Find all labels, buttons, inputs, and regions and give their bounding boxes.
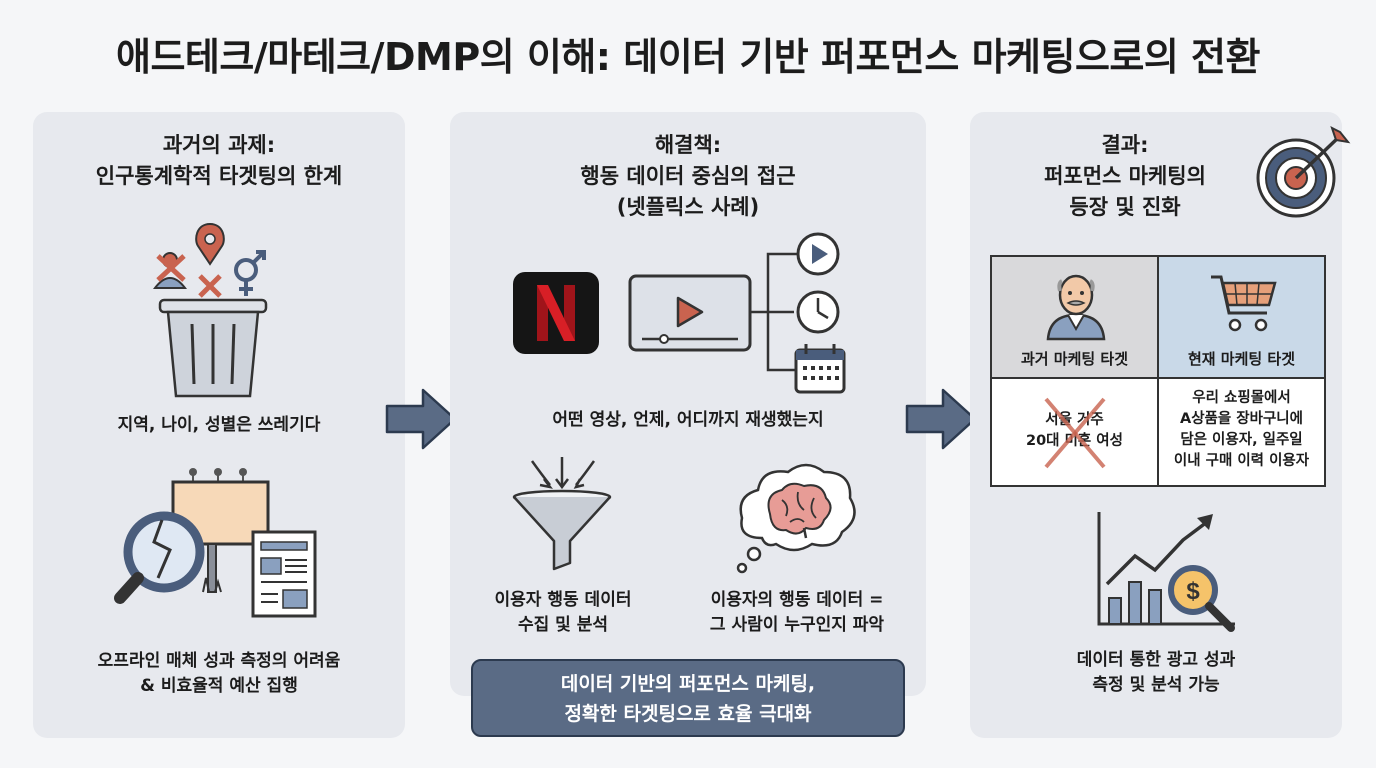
calendar-icon [794,344,846,394]
solution-heading-line3: (넷플릭스 사례) [616,195,760,219]
gender-symbol-icon [234,250,266,296]
current-target-desc: 우리 쇼핑몰에서 A상품을 장바구니에 담은 이용자, 일주일 이내 구매 이력… [1159,388,1324,472]
funnel-caption-line2: 수집 및 분석 [517,615,609,635]
page-title: 애드테크/마테크/DMP의 이해: 데이터 기반 퍼포먼스 마케팅으로의 전환 [116,35,1260,79]
current-target-desc-cell: 우리 쇼핑몰에서 A상품을 장바구니에 담은 이용자, 일주일 이내 구매 이력… [1158,378,1325,486]
panel-solution [450,112,926,696]
dollar-symbol: $ [1186,578,1200,605]
funnel-icon [512,457,612,571]
growth-caption-line1: 데이터 통한 광고 성과 [1076,650,1236,670]
banner-line2: 정확한 타겟팅으로 효율 극대화 [564,703,812,725]
target-comparison-table: 과거 마케팅 타겟 현재 마케팅 타겟 서울 거주 20대 미혼 여성 우리 쇼… [990,255,1326,487]
netflix-n-letter [537,285,575,341]
result-heading-line3: 등장 및 진화 [1069,195,1181,219]
solution-heading-line2: 행동 데이터 중심의 접근 [580,164,796,188]
brain-thought-icon [736,463,856,574]
growth-chart-icon: $ [1097,512,1235,632]
shopping-cart-icon [1211,275,1277,332]
panel-past [33,112,405,738]
viewing-caption: 어떤 영상, 언제, 어디까지 재생했는지 [552,410,824,430]
offline-caption-line2: & 비효율적 예산 집행 [140,676,298,696]
current-target-label: 현재 마케팅 타겟 [1187,350,1296,368]
offline-caption-line1: 오프라인 매체 성과 측정의 어려움 [97,651,341,671]
flow-arrow-icon [385,388,457,450]
current-target-cell: 현재 마케팅 타겟 [1158,256,1325,378]
growth-caption-line2: 측정 및 분석 가능 [1092,675,1220,695]
summary-banner: 데이터 기반의 퍼포먼스 마케팅, 정확한 타겟팅으로 효율 극대화 [471,659,905,737]
offline-media-icon [114,468,317,618]
past-target-cell: 과거 마케팅 타겟 [991,256,1158,378]
clock-icon [796,290,840,334]
current-target-line4: 이내 구매 이력 이용자 [1173,453,1310,469]
past-target-desc-cell: 서울 거주 20대 미혼 여성 [991,378,1158,486]
current-target-line3: 담은 이용자, 일주일 [1180,432,1303,448]
person-crossed-icon [152,252,188,289]
funnel-caption-line1: 이용자 행동 데이터 [494,590,632,610]
past-heading-line1: 과거의 과제: [162,133,276,157]
brain-caption-line1: 이용자의 행동 데이터 = [710,590,884,610]
solution-heading-line1: 해결책: [654,133,722,157]
cross-out-icon [1044,397,1106,469]
brain-icon [767,482,832,539]
play-button-icon [796,232,840,276]
brain-caption-line2: 그 사람이 누구인지 파악 [709,615,885,635]
brain-caption: 이용자의 행동 데이터 = 그 사람이 누구인지 파악 [682,588,912,638]
solution-heading: 해결책: 행동 데이터 중심의 접근 (넷플릭스 사례) [450,130,926,223]
current-target-line1: 우리 쇼핑몰에서 [1192,390,1291,406]
video-player-icon [628,232,846,394]
past-heading: 과거의 과제: 인구통계학적 타겟팅의 한계 [33,130,405,192]
dollar-magnifier-icon: $ [1168,565,1235,632]
newspaper-icon [251,530,317,618]
result-heading: 결과: 퍼포먼스 마케팅의 등장 및 진화 [1000,130,1250,223]
location-pin-icon [195,222,225,298]
past-target-line2: 20대 미혼 여성 [1026,433,1123,449]
past-target-label: 과거 마케팅 타겟 [1020,350,1129,368]
target-icon [1256,126,1351,218]
current-target-line2: A상품을 장바구니에 [1180,411,1303,427]
netflix-logo-icon [513,272,599,354]
elderly-man-icon [1046,274,1106,341]
trash-can-icon [152,222,268,398]
result-heading-line1: 결과: [1101,133,1149,157]
banner-line1: 데이터 기반의 퍼포먼스 마케팅, [560,673,816,695]
funnel-caption: 이용자 행동 데이터 수집 및 분석 [455,588,671,638]
result-heading-line2: 퍼포먼스 마케팅의 [1044,164,1206,188]
trash-caption: 지역, 나이, 성별은 쓰레기다 [117,415,321,435]
growth-caption: 데이터 통한 광고 성과 측정 및 분석 가능 [970,648,1342,698]
past-heading-line2: 인구통계학적 타겟팅의 한계 [95,164,343,188]
flow-arrow-icon [905,388,977,450]
broken-magnifier-icon [114,511,205,604]
offline-caption: 오프라인 매체 성과 측정의 어려움 & 비효율적 예산 집행 [33,649,405,699]
